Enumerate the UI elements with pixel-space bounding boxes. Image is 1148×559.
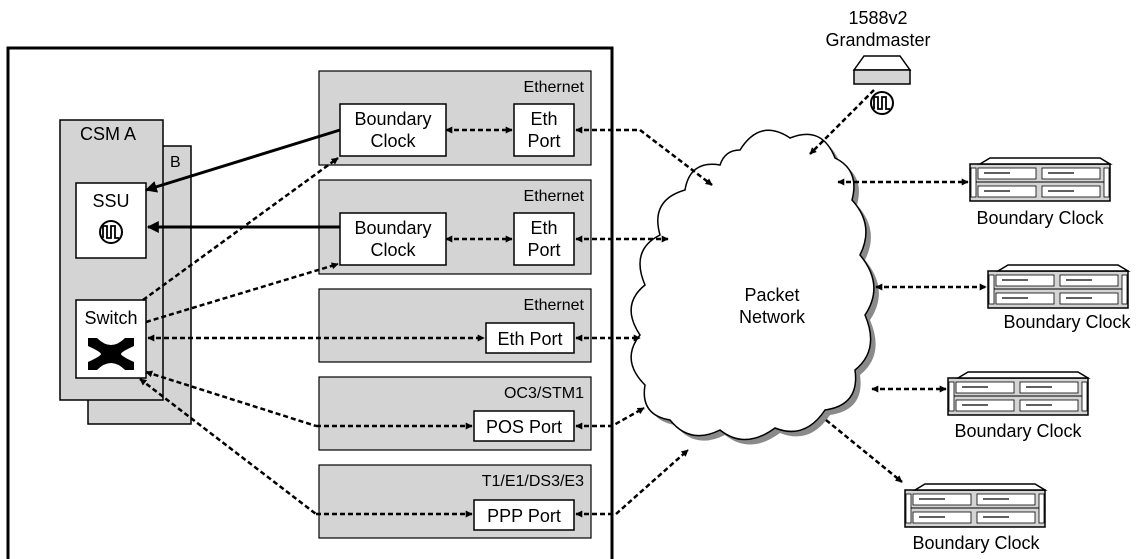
pos-port-label: POS Port: [486, 417, 562, 437]
ppp-port-label: PPP Port: [487, 506, 561, 526]
network-links: [575, 89, 987, 518]
eth-port-label: Eth Port: [497, 329, 562, 349]
network-label-line2: Network: [739, 307, 806, 327]
eth-port-line2: Port: [527, 240, 560, 260]
card-oc3-stm1: OC3/STM1 POS Port: [318, 376, 592, 451]
clock-pulse-icon: [99, 220, 123, 244]
card-title: OC3/STM1: [504, 385, 584, 402]
remote-boundary-clock-device: [904, 483, 1046, 528]
packet-network-cloud: [630, 129, 879, 445]
switch-fabric-icon: [88, 338, 134, 370]
boundary-clock-line1: Boundary: [354, 109, 431, 129]
boundary-clock-line1: Boundary: [354, 218, 431, 238]
ssu-box: [75, 182, 147, 259]
card-ethernet-1: Ethernet Boundary Clock Eth Port: [318, 70, 592, 166]
card-t1-e1-ds3-e3: T1/E1/DS3/E3 PPP Port: [318, 464, 592, 539]
remote-boundary-clock-label: Boundary Clock: [912, 533, 1040, 553]
eth-port-line1: Eth: [530, 109, 557, 129]
card-title: Ethernet: [524, 188, 585, 205]
csm-a-label: CSM A: [80, 124, 136, 144]
remote-boundary-clock-label: Boundary Clock: [976, 208, 1104, 228]
card-title: T1/E1/DS3/E3: [482, 473, 584, 490]
switch-label: Switch: [84, 308, 137, 328]
remote-boundary-clock-device: [969, 157, 1111, 202]
grandmaster-label-line1: 1588v2: [848, 8, 907, 28]
csm-b-label: B: [170, 154, 181, 171]
boundary-clock-line2: Clock: [370, 131, 416, 151]
card-title: Ethernet: [524, 297, 585, 314]
clock-pulse-icon: [870, 91, 894, 115]
remote-boundary-clock-label: Boundary Clock: [1003, 312, 1131, 332]
grandmaster-label-line2: Grandmaster: [825, 30, 930, 50]
grandmaster-device: [852, 55, 912, 85]
ppp-port-box: [473, 499, 575, 531]
remote-boundary-clock-label: Boundary Clock: [954, 421, 1082, 441]
ssu-label: SSU: [92, 191, 129, 211]
remote-boundary-clock-device: [947, 371, 1089, 416]
switch-box: [75, 299, 147, 379]
ssu-to-boundary-clock-1-link: [144, 128, 341, 193]
eth-port-box: [485, 322, 575, 354]
boundary-clock-line2: Clock: [370, 240, 416, 260]
card-title: Ethernet: [524, 79, 585, 96]
eth-port-line1: Eth: [530, 218, 557, 238]
eth-port-line2: Port: [527, 131, 560, 151]
eth-port-box: [513, 212, 575, 266]
internal-links: [139, 126, 513, 518]
network-label-line1: Packet: [744, 285, 799, 305]
card-ethernet-3: Ethernet Eth Port: [318, 288, 592, 363]
remote-boundary-clock-device: [987, 264, 1129, 309]
card-ethernet-2: Ethernet Boundary Clock Eth Port: [318, 179, 592, 275]
eth-port-box: [513, 103, 575, 157]
pos-port-box: [473, 410, 575, 442]
